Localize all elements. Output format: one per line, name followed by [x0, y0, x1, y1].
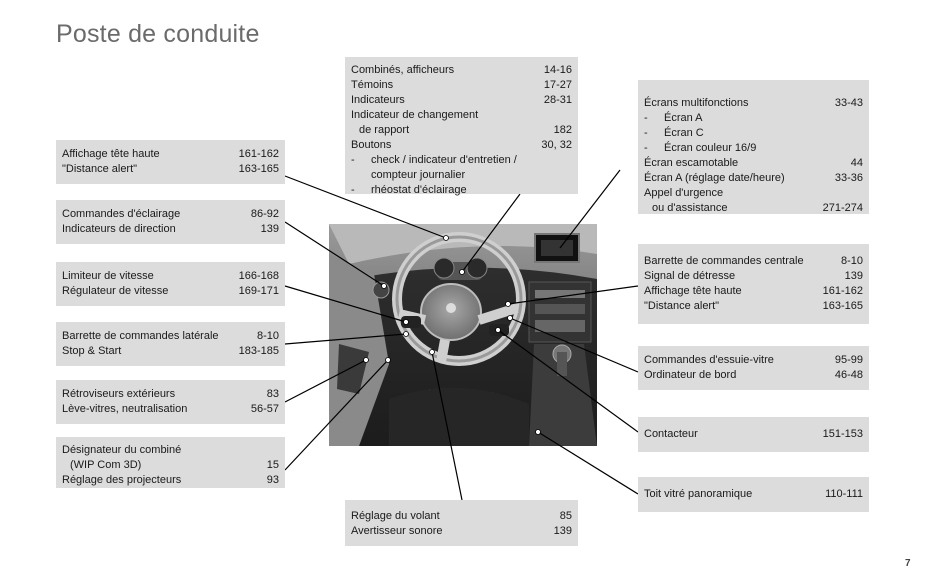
row-appel-urgence: Appel d'urgence: [644, 187, 724, 199]
row-designateur: Désignateur du combiné: [62, 444, 182, 456]
row-distance-alert: "Distance alert"163-165: [62, 163, 279, 175]
row-wip-com: (WIP Com 3D)15: [70, 459, 279, 471]
row-ecran-c: -Écran C: [644, 127, 704, 139]
row-ecran-a-reglage: Écran A (réglage date/heure)33-36: [644, 172, 863, 184]
row-ecran-a: -Écran A: [644, 112, 703, 124]
box-designateur: Désignateur du combiné (WIP Com 3D)15 Ré…: [56, 437, 285, 488]
page-title: Poste de conduite: [56, 20, 260, 48]
dashboard-photo: [329, 224, 597, 446]
row-ecran-couleur: -Écran couleur 16/9: [644, 142, 757, 154]
row-compteur: compteur journalier: [371, 169, 466, 181]
row-indicateur-changement: Indicateur de changement: [351, 109, 479, 121]
row-check: -check / indicateur d'entretien /: [351, 154, 517, 166]
row-distance-alert-2: "Distance alert"163-165: [644, 300, 863, 312]
row-rheostat: -rhéostat d'éclairage: [351, 184, 467, 196]
page-number: 7: [905, 558, 911, 569]
